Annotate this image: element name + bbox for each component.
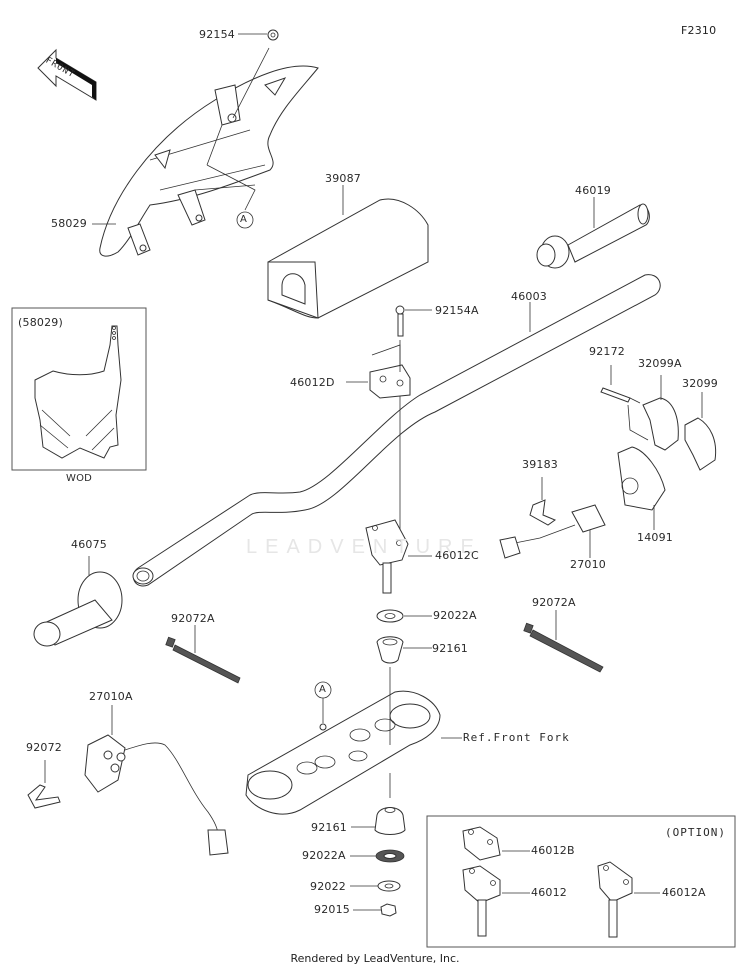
- washer-92022A-bottom: [350, 849, 405, 863]
- clip-39183: [529, 477, 557, 526]
- part-label-46012A[interactable]: 46012A: [662, 886, 706, 899]
- part-label-39087[interactable]: 39087: [325, 172, 361, 185]
- callout-a-top: [236, 211, 254, 229]
- switch-27010: [499, 504, 606, 559]
- housing-32099A: [642, 375, 679, 451]
- part-label-92022A-top[interactable]: 92022A: [433, 609, 477, 622]
- clamp-46012B: [462, 826, 530, 861]
- part-label-92172[interactable]: 92172: [589, 345, 625, 358]
- part-label-46075[interactable]: 46075: [71, 538, 107, 551]
- footer-credit: Rendered by LeadVenture, Inc.: [290, 952, 460, 965]
- part-label-32099[interactable]: 32099: [682, 377, 718, 390]
- riser-46012: [462, 865, 530, 937]
- part-label-27010A[interactable]: 27010A: [89, 690, 133, 703]
- inset-option-box: [426, 815, 736, 948]
- cable-tie-92072A-right: [523, 610, 604, 673]
- riser-46012A: [597, 861, 660, 938]
- front-arrow-icon: [37, 48, 97, 101]
- inset-option-title: (OPTION): [665, 826, 726, 839]
- number-plate-58029: [99, 65, 319, 257]
- housing-32099: [684, 392, 717, 471]
- part-label-14091[interactable]: 14091: [637, 531, 673, 544]
- part-label-27010[interactable]: 27010: [570, 558, 606, 571]
- rubber-92161-bottom: [351, 807, 406, 835]
- clip-92072: [27, 760, 61, 809]
- part-label-92022[interactable]: 92022: [310, 880, 346, 893]
- switch-cover-14091: [617, 446, 666, 530]
- rubber-92161-top: [376, 636, 432, 664]
- inset-wod-box: [11, 307, 147, 471]
- part-label-92161-top[interactable]: 92161: [432, 642, 468, 655]
- inset-wod-title: (58029): [18, 316, 63, 329]
- part-label-46012[interactable]: 46012: [531, 886, 567, 899]
- bolt-92154A: [395, 305, 432, 540]
- part-label-92154[interactable]: 92154: [199, 28, 235, 41]
- handlebar-46003: [132, 274, 661, 587]
- grip-46075: [33, 556, 123, 647]
- part-label-92072[interactable]: 92072: [26, 741, 62, 754]
- throttle-grip-46019: [536, 197, 650, 269]
- part-label-46012D[interactable]: 46012D: [290, 376, 335, 389]
- part-label-46019[interactable]: 46019: [575, 184, 611, 197]
- switch-27010A: [84, 705, 229, 856]
- callout-a-bottom-label: A: [319, 684, 327, 695]
- nut-92015: [353, 903, 397, 917]
- part-label-92072A-left[interactable]: 92072A: [171, 612, 215, 625]
- part-label-46012C[interactable]: 46012C: [435, 549, 479, 562]
- part-label-46003[interactable]: 46003: [511, 290, 547, 303]
- washer-92022: [350, 880, 401, 892]
- washer-92022A-top: [376, 609, 432, 623]
- ref-front-fork[interactable]: Ref.Front Fork: [463, 731, 570, 744]
- cable-tie-92072A-left: [165, 625, 241, 684]
- nut-92154: [232, 29, 279, 119]
- part-label-92072A-right[interactable]: 92072A: [532, 596, 576, 609]
- part-label-46012B[interactable]: 46012B: [531, 844, 575, 857]
- part-label-92022A-bottom[interactable]: 92022A: [302, 849, 346, 862]
- watermark: LEADVENTURE: [246, 536, 482, 558]
- wod-plate: [34, 325, 122, 459]
- bolt-92172: [600, 365, 649, 441]
- handlebar-pad-39087: [267, 185, 429, 319]
- part-label-92161-bottom[interactable]: 92161: [311, 821, 347, 834]
- part-label-92015[interactable]: 92015: [314, 903, 350, 916]
- part-label-58029[interactable]: 58029: [51, 217, 87, 230]
- part-label-39183[interactable]: 39183: [522, 458, 558, 471]
- figure-id: F2310: [681, 24, 717, 37]
- part-label-32099A[interactable]: 32099A: [638, 357, 682, 370]
- triple-clamp: [245, 667, 462, 815]
- callout-a-top-label: A: [240, 214, 248, 225]
- part-label-92154A[interactable]: 92154A: [435, 304, 479, 317]
- riser-46012C: [365, 519, 432, 594]
- clamp-46012D: [346, 344, 411, 399]
- inset-wod-caption: WOD: [66, 473, 93, 484]
